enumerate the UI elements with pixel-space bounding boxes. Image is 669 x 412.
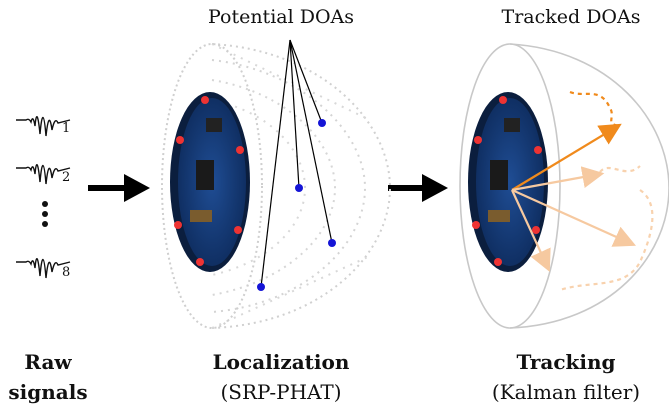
potential-doa-hemisphere <box>161 43 392 329</box>
waveform-8 <box>16 258 71 279</box>
doa-point <box>328 239 336 247</box>
trajectory-faded-2 <box>559 189 654 292</box>
flow-arrow-1 <box>88 174 150 202</box>
vector-faded-3 <box>511 189 551 272</box>
flow-arrow-2 <box>388 174 448 202</box>
waveform-1 <box>16 116 71 137</box>
raw-signals-caption-line2: signals <box>8 380 88 404</box>
signal-index-8: 8 <box>62 265 71 280</box>
tracked-trajectories <box>559 90 654 292</box>
localization-caption: Localization <box>212 350 350 374</box>
potential-doa-points <box>257 119 336 291</box>
vector-faded-2 <box>511 188 637 247</box>
tracking-caption: Tracking <box>516 350 616 374</box>
waveform-2 <box>16 164 71 185</box>
raw-signals-caption-line1: Raw <box>24 350 72 374</box>
mic-array-board-left <box>170 92 250 272</box>
tracked-doas-title: Tracked DOAs <box>501 6 641 28</box>
tracked-vectors <box>511 123 637 272</box>
tracked-doa-hemisphere <box>459 43 669 329</box>
trajectory-main <box>569 90 621 128</box>
vector-faded-1 <box>511 166 605 192</box>
vector-main <box>511 123 622 191</box>
signal-index-1: 1 <box>62 121 71 136</box>
tracking-method: (Kalman filter) <box>491 380 641 404</box>
potential-doas-title: Potential DOAs <box>207 6 354 28</box>
doa-point <box>295 184 303 192</box>
doa-point <box>318 119 326 127</box>
signal-index-2: 2 <box>62 170 71 185</box>
localization-method: (SRP-PHAT) <box>220 380 342 404</box>
signal-ellipsis <box>42 201 48 227</box>
raw-signals <box>16 116 71 279</box>
doa-point <box>257 283 265 291</box>
mic-array-board-right <box>468 92 548 272</box>
trajectory-faded-1 <box>599 165 641 173</box>
potential-doa-pointers <box>260 39 333 288</box>
